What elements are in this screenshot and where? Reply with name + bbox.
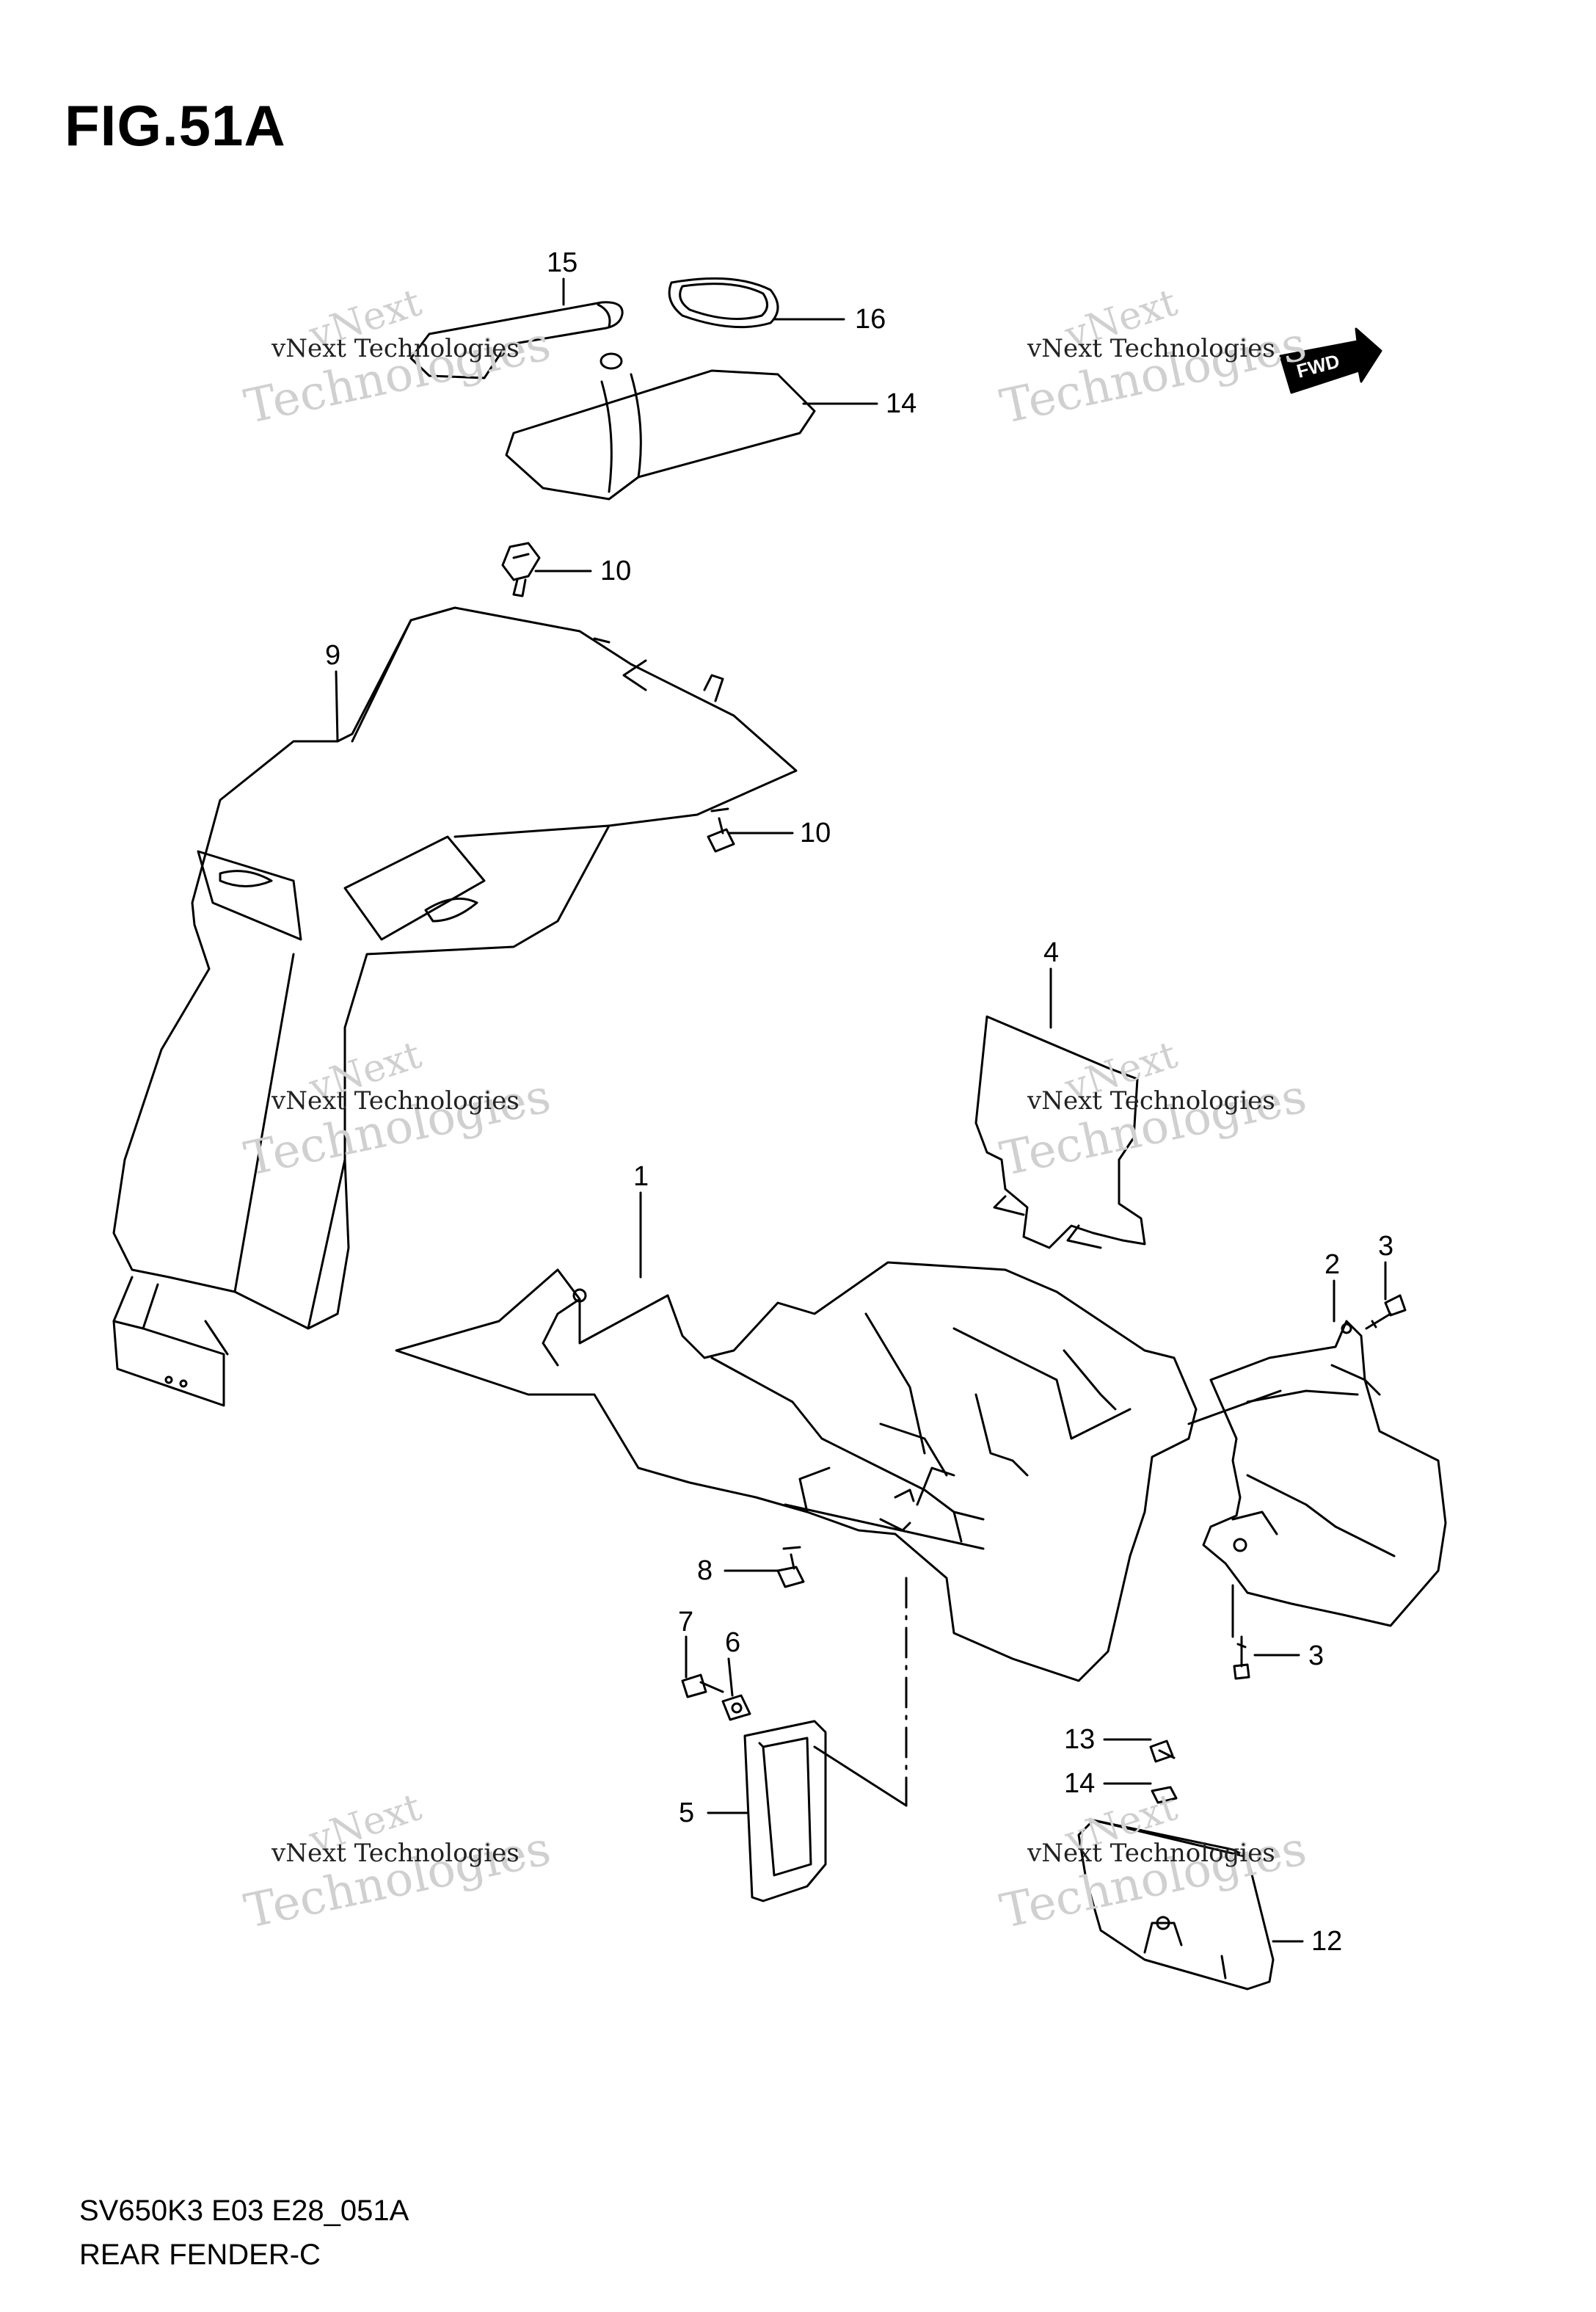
part-17-band xyxy=(668,277,779,329)
part-8-screw xyxy=(776,1546,805,1588)
part-label-12: 12 xyxy=(1311,1926,1342,1957)
part-13-bolt xyxy=(1149,1740,1176,1763)
part-number-labels: 15 16 14 10 9 10 4 1 2 3 3 8 7 6 5 13 14… xyxy=(325,247,1393,1957)
part-2-box xyxy=(1187,1320,1447,1627)
part-3-screw-upper xyxy=(1365,1294,1407,1330)
part-label-17: 16 xyxy=(855,304,886,335)
part-label-6: 6 xyxy=(725,1627,740,1658)
guide-lines xyxy=(813,1577,908,1807)
part-label-3-lower: 3 xyxy=(1308,1640,1324,1671)
part-9-rear-fender xyxy=(112,606,798,1407)
part-11-clip xyxy=(501,542,541,597)
part-label-8: 8 xyxy=(697,1555,713,1586)
part-label-9: 9 xyxy=(325,640,340,671)
part-label-5: 5 xyxy=(679,1797,694,1828)
part-7-bolt xyxy=(681,1673,724,1698)
part-label-3-upper: 3 xyxy=(1378,1231,1393,1262)
part-3-screw-lower xyxy=(1233,1635,1250,1680)
figure-title: FIG.51A xyxy=(65,93,286,158)
fwd-arrow-icon xyxy=(1279,327,1382,394)
part-16-strap xyxy=(409,301,624,379)
part-1-tray xyxy=(395,1261,1198,1682)
part-10-screw xyxy=(707,807,735,853)
part-label-7: 7 xyxy=(678,1607,693,1637)
part-label-4: 4 xyxy=(1043,937,1059,968)
part-5-bracket xyxy=(743,1720,827,1902)
part-label-15: 14 xyxy=(886,388,917,419)
part-14-nut xyxy=(1151,1786,1178,1804)
leader-lines xyxy=(335,277,1387,1943)
diagram-name: REAR FENDER-C xyxy=(79,2239,321,2271)
part-12-cover xyxy=(1077,1819,1275,1991)
part-label-2: 2 xyxy=(1324,1249,1340,1280)
part-label-14: 14 xyxy=(1064,1768,1095,1799)
part-label-13: 13 xyxy=(1064,1724,1095,1755)
part-label-11: 10 xyxy=(600,556,631,586)
diagram-code: SV650K3 E03 E28_051A xyxy=(79,2195,409,2227)
part-15-cover xyxy=(505,352,816,501)
part-4-plate xyxy=(974,1015,1146,1249)
part-label-16: 15 xyxy=(547,247,577,278)
part-label-10: 10 xyxy=(800,818,831,848)
part-label-1: 1 xyxy=(633,1161,649,1192)
part-6-nut xyxy=(721,1694,751,1721)
